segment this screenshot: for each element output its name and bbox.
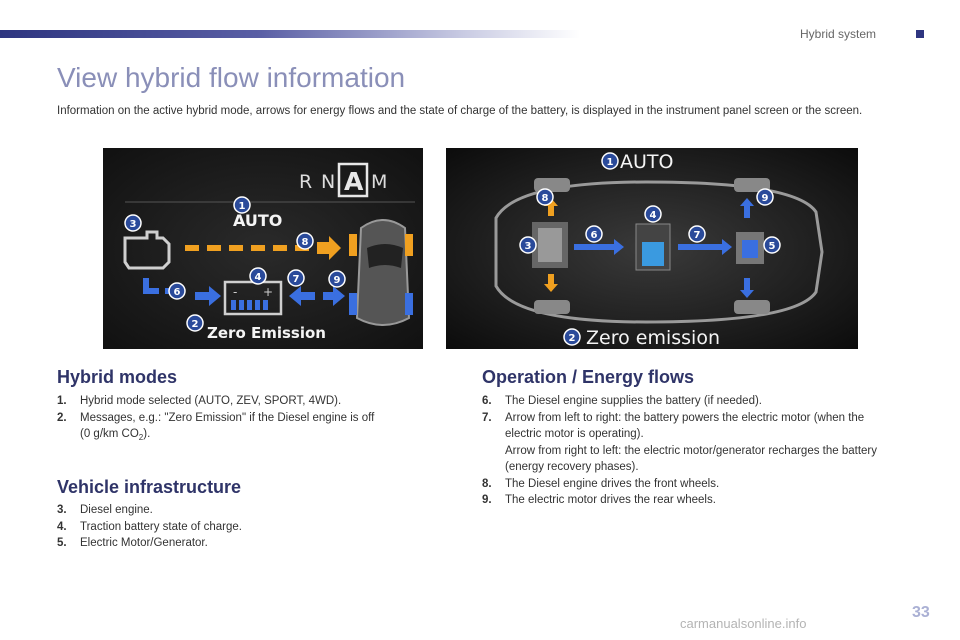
callout-markers: 1 2 3 4 6 7 8 9 <box>124 196 346 332</box>
svg-text:6: 6 <box>591 230 598 241</box>
gear-a: A <box>344 167 364 196</box>
battery-motor-flow <box>289 286 345 306</box>
engine-icon <box>123 230 171 270</box>
svg-text:8: 8 <box>302 237 309 248</box>
operation-list: 6.The Diesel engine supplies the battery… <box>482 393 882 509</box>
list-item: 7.Arrow from left to right: the battery … <box>482 411 877 474</box>
vehicle-infrastructure-list: 3.Diesel engine. 4.Traction battery stat… <box>57 502 417 552</box>
message-label: Zero Emission <box>207 324 326 342</box>
screen-message-label: Zero emission <box>586 327 720 349</box>
svg-text:4: 4 <box>255 272 262 283</box>
section-name: Hybrid system <box>800 27 877 41</box>
svg-text:9: 9 <box>334 275 341 286</box>
svg-text:7: 7 <box>694 230 701 241</box>
gear-n: N <box>321 171 335 193</box>
hybrid-modes-list: 1.Hybrid mode selected (AUTO, ZEV, SPORT… <box>57 393 417 447</box>
mode-label: AUTO <box>233 211 282 230</box>
section-marker-icon <box>916 30 924 38</box>
list-item: 8.The Diesel engine drives the front whe… <box>482 477 720 490</box>
list-item: 3.Diesel engine. <box>57 504 153 516</box>
svg-text:6: 6 <box>174 287 181 298</box>
svg-text:4: 4 <box>650 210 657 221</box>
svg-text:3: 3 <box>130 219 137 230</box>
instrument-panel-figure: R N A M AUTO - + Zero Emis <box>103 148 423 349</box>
svg-text:9: 9 <box>762 193 769 204</box>
header-gradient-bar <box>0 30 580 38</box>
svg-text:7: 7 <box>293 274 300 285</box>
screen-mode-label: AUTO <box>620 151 673 173</box>
battery-icon <box>635 223 671 271</box>
svg-text:2: 2 <box>192 319 199 330</box>
engine-icon <box>532 222 568 268</box>
list-item: 4.Traction battery state of charge. <box>57 520 242 533</box>
callout-markers: 1 2 3 4 5 6 7 8 9 <box>519 152 781 346</box>
watermark: carmanualsonline.info <box>680 616 807 631</box>
operation-heading: Operation / Energy flows <box>482 367 695 387</box>
svg-text:+: + <box>263 285 273 299</box>
hybrid-modes-heading: Hybrid modes <box>57 367 178 387</box>
list-item: 2.Messages, e.g.: "Zero Emission" if the… <box>57 411 375 443</box>
car-side-view <box>494 180 824 324</box>
svg-text:2: 2 <box>569 333 576 344</box>
motor-icon <box>736 232 764 264</box>
energy-flow-arrows <box>574 198 754 298</box>
gear-r: R <box>299 171 312 193</box>
svg-text:8: 8 <box>542 193 549 204</box>
list-item: 1.Hybrid mode selected (AUTO, ZEV, SPORT… <box>57 395 342 407</box>
gear-selector: R N A M <box>125 162 415 203</box>
svg-text:5: 5 <box>769 241 776 252</box>
svg-text:3: 3 <box>525 241 532 252</box>
page-number: 33 <box>912 604 930 621</box>
car-top-view <box>349 219 413 326</box>
intro-text: Information on the active hybrid mode, a… <box>57 105 863 117</box>
screen-display-figure: AUTO Zero emission 1 2 3 4 5 6 7 8 9 <box>446 148 858 349</box>
gear-m: M <box>371 171 387 193</box>
page-title: View hybrid flow information <box>57 62 406 93</box>
svg-text:-: - <box>233 285 237 299</box>
list-item: 6.The Diesel engine supplies the battery… <box>482 395 762 407</box>
list-item: 5.Electric Motor/Generator. <box>57 537 208 549</box>
svg-text:1: 1 <box>239 201 246 212</box>
list-item: 9.The electric motor drives the rear whe… <box>482 494 716 506</box>
vehicle-infrastructure-heading: Vehicle infrastructure <box>57 477 242 497</box>
svg-text:1: 1 <box>607 157 614 168</box>
